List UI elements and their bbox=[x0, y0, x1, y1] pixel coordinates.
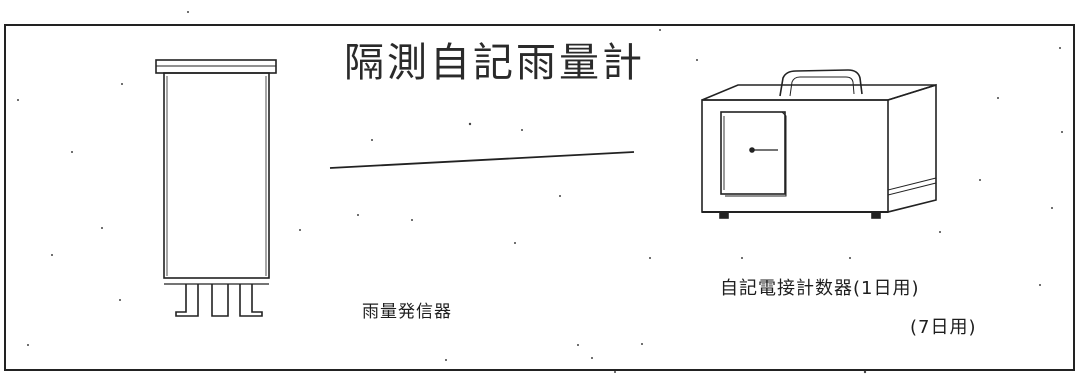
gauge-body bbox=[163, 72, 270, 279]
page-border bbox=[4, 24, 1075, 371]
scan-noise bbox=[17, 11, 1063, 374]
title-divider bbox=[329, 151, 635, 169]
recorder-caption-alt: (7日用) bbox=[910, 317, 977, 338]
recorder-top bbox=[701, 84, 937, 101]
recorder-side bbox=[887, 83, 937, 213]
gauge-leg-left bbox=[175, 284, 199, 317]
recorder-caption: 自記電接計数器(1日用) bbox=[720, 278, 920, 299]
gauge-leg-center bbox=[211, 284, 229, 317]
page-title: 隔測自記雨量計 bbox=[344, 40, 645, 86]
recorder-handle bbox=[779, 69, 863, 97]
recorder-window bbox=[720, 111, 786, 195]
recorder-front bbox=[701, 99, 889, 213]
rain-gauge-transmitter-drawing bbox=[155, 59, 277, 317]
recorder-box-drawing bbox=[701, 69, 937, 219]
transmitter-caption: 雨量発信器 bbox=[362, 302, 452, 322]
gauge-leg-right bbox=[239, 284, 263, 317]
